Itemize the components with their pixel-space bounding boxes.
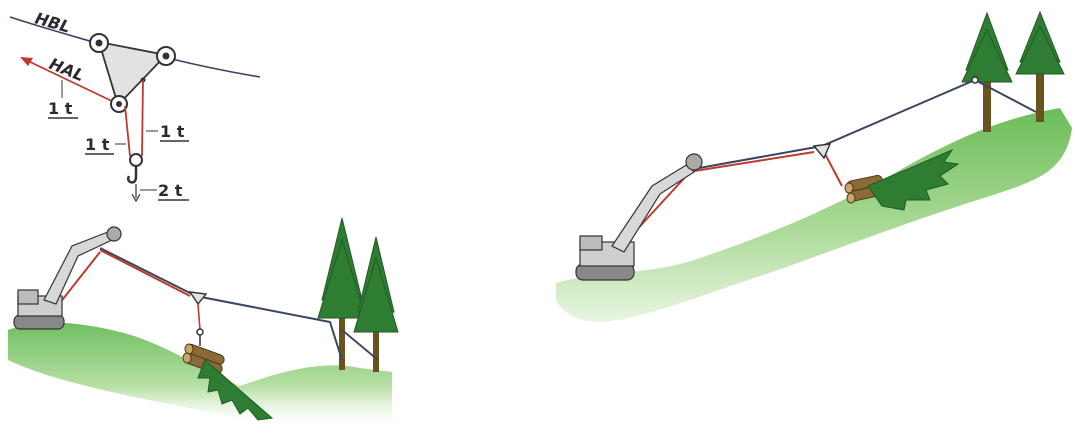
carriage-block: [190, 292, 206, 304]
right-force-label: 1 t: [160, 122, 185, 141]
left-force-label: 1 t: [85, 135, 110, 154]
right-scene: [556, 12, 1072, 322]
pulley-axle: [96, 40, 103, 47]
pulley-force-detail: HBL HAL 1 t 1 t 1 t 2 t: [10, 9, 260, 201]
hook-force-label: 2 t: [158, 181, 183, 200]
drop-line: [198, 304, 200, 330]
hal-force-label: 1 t: [48, 99, 73, 118]
triangular-pulley-block: [99, 42, 166, 105]
hbl-label: HBL: [33, 9, 73, 37]
pulley-axle: [116, 101, 122, 107]
hook-icon: [128, 166, 136, 182]
hal-label: HAL: [47, 54, 87, 85]
hook-pulley: [130, 154, 142, 166]
tree-anchor-pulley: [972, 77, 978, 83]
spruce-tree: [318, 218, 366, 370]
pulley-axle: [163, 53, 170, 60]
excavator: [576, 154, 702, 280]
spruce-tree: [354, 237, 398, 372]
carriage-block: [814, 144, 830, 158]
spruce-tree: [962, 13, 1012, 132]
left-scene: [8, 218, 398, 431]
anchor-guy: [342, 330, 378, 360]
hook-icon: [197, 329, 203, 335]
excavator: [14, 227, 121, 329]
